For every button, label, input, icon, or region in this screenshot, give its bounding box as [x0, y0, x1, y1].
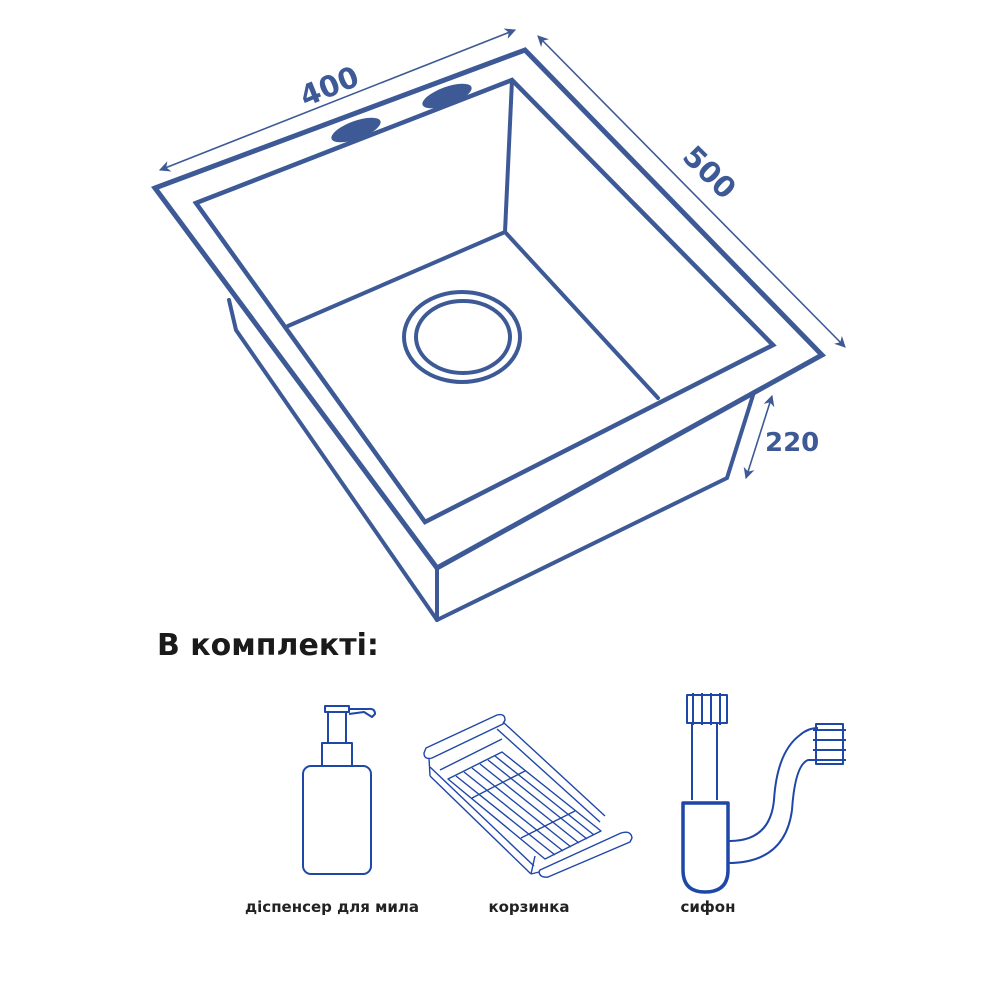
- caption-basket: корзинка: [488, 898, 570, 916]
- basin-left-bottom-edge: [286, 230, 507, 328]
- dimension-width-label: 400: [295, 59, 364, 113]
- caption-soap-dispenser: діспенсер для мила: [245, 898, 419, 916]
- dimension-depth-arrow: [743, 394, 775, 480]
- dimension-depth: 220: [743, 394, 819, 480]
- siphon-icon: [681, 693, 846, 894]
- soap-dispenser-icon: [302, 705, 376, 875]
- sink-skirt-right: [435, 390, 756, 622]
- dimension-length-label: 500: [676, 139, 743, 206]
- basin-back-corner-edge: [503, 78, 514, 234]
- sink-body: [151, 47, 827, 622]
- dimension-width-arrow: [158, 28, 517, 172]
- sink-skirt-left: [227, 298, 439, 622]
- drain-inner-ring: [414, 299, 512, 375]
- dimension-depth-label: 220: [765, 428, 819, 458]
- sink-inner-rim: [192, 77, 777, 525]
- caption-siphon: сифон: [680, 898, 736, 916]
- basin-right-bottom-edge: [503, 230, 660, 400]
- included-heading: В комплекті:: [157, 628, 379, 663]
- drain-outer-ring: [402, 290, 522, 384]
- dimension-length-arrow: [537, 35, 846, 348]
- dimension-length: 500: [537, 35, 846, 348]
- basket-icon: [423, 713, 633, 878]
